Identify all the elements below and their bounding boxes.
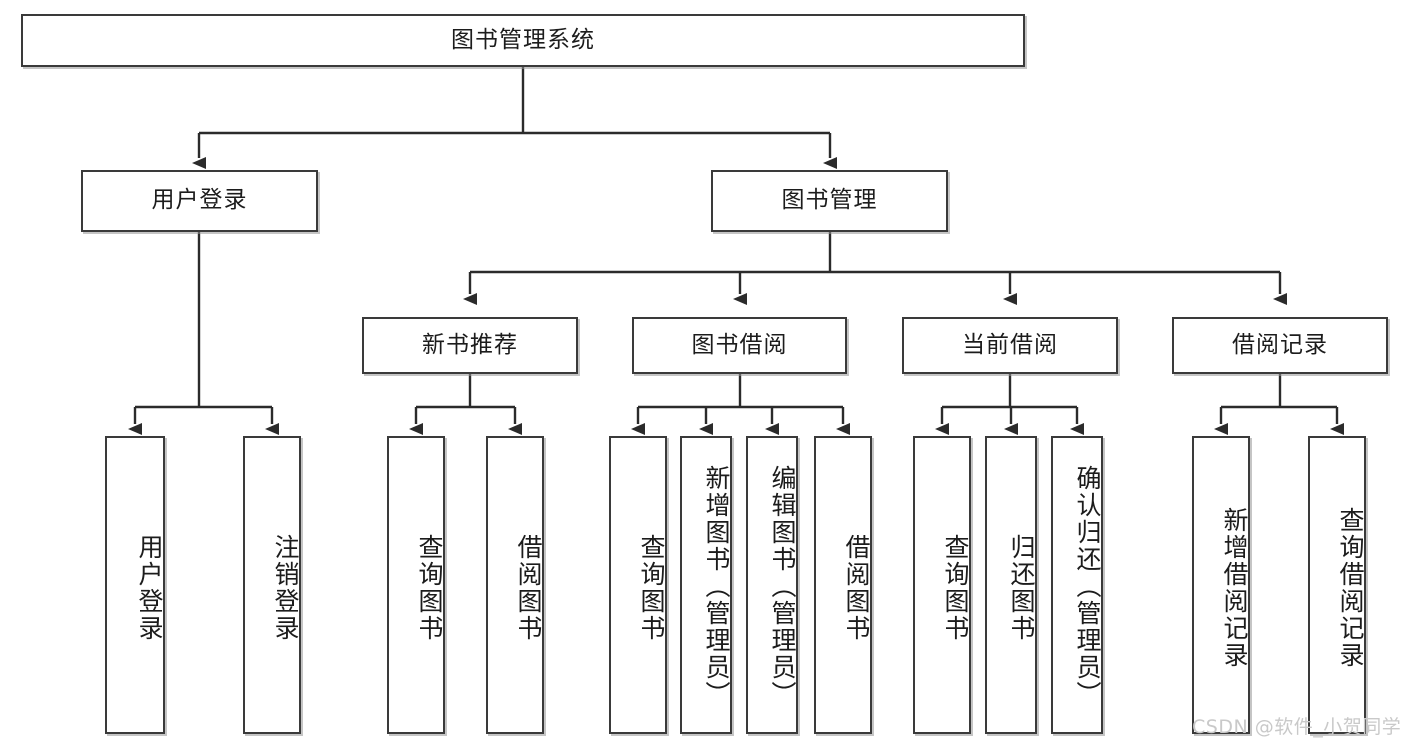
node-user-login-do[interactable]: 用户登录: [105, 436, 165, 734]
node-user-login[interactable]: 用户登录: [81, 170, 318, 232]
node-new-book-recommend[interactable]: 新书推荐: [362, 317, 578, 374]
node-borrow-book-1[interactable]: 借阅图书: [486, 436, 544, 734]
node-query-borrow-record[interactable]: 查询借阅记录: [1308, 436, 1366, 734]
node-query-book-2[interactable]: 查询图书: [609, 436, 667, 734]
node-book-manage[interactable]: 图书管理: [711, 170, 948, 232]
node-query-book-3[interactable]: 查询图书: [913, 436, 971, 734]
node-query-book-1[interactable]: 查询图书: [387, 436, 445, 734]
node-edit-book-admin[interactable]: 编辑图书（管理员）: [746, 436, 798, 734]
node-confirm-return-admin[interactable]: 确认归还（管理员）: [1051, 436, 1103, 734]
node-user-logout[interactable]: 注销登录: [243, 436, 301, 734]
node-add-borrow-record[interactable]: 新增借阅记录: [1192, 436, 1250, 734]
node-book-borrow[interactable]: 图书借阅: [632, 317, 847, 374]
node-borrow-book-2[interactable]: 借阅图书: [814, 436, 872, 734]
node-borrow-record[interactable]: 借阅记录: [1172, 317, 1388, 374]
node-root[interactable]: 图书管理系统: [21, 14, 1025, 67]
watermark-text: CSDN @软件_小贺同学: [1192, 716, 1402, 738]
node-current-borrow[interactable]: 当前借阅: [902, 317, 1118, 374]
node-add-book-admin[interactable]: 新增图书（管理员）: [680, 436, 732, 734]
node-return-book[interactable]: 归还图书: [985, 436, 1037, 734]
